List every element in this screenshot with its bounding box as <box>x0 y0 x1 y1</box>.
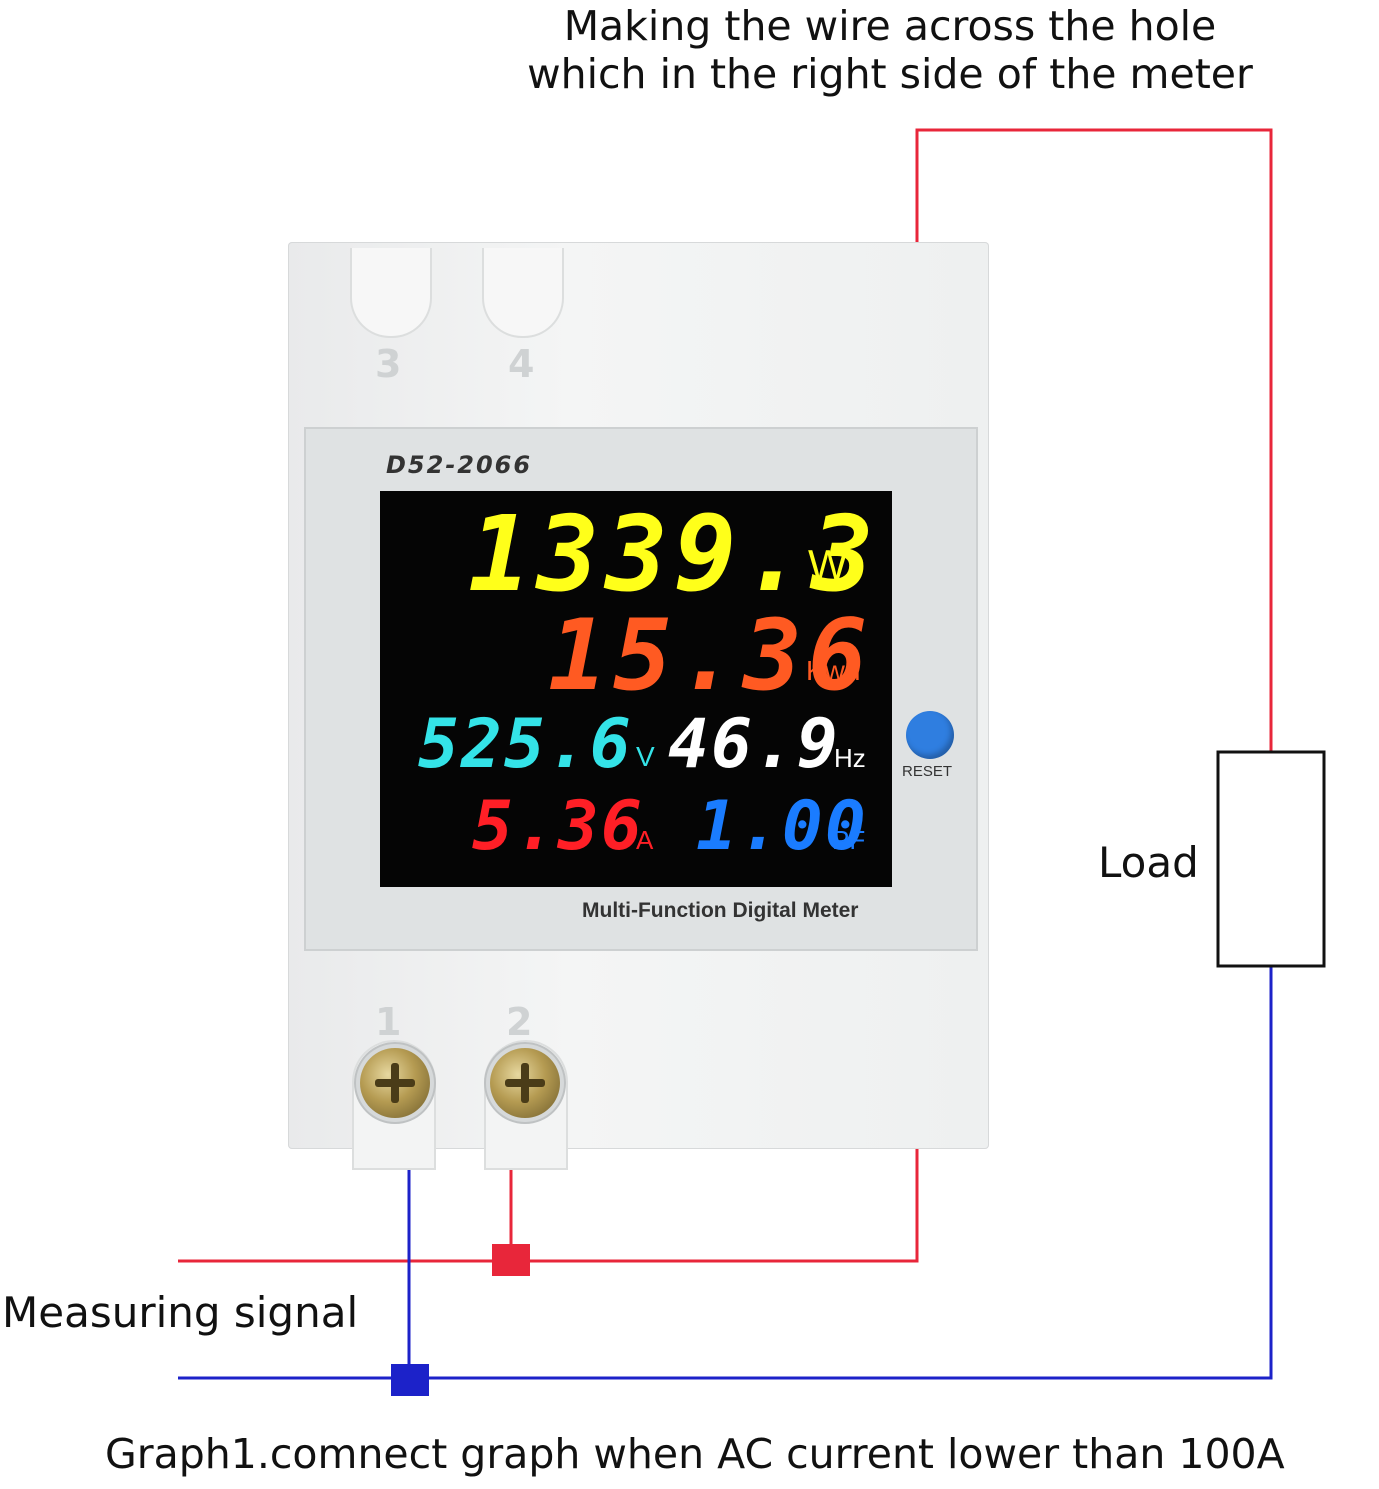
power-factor-value: 1.00 <box>696 787 868 866</box>
live-wire-top <box>915 128 1273 752</box>
terminal-number-3: 3 <box>375 342 402 386</box>
voltage-unit: V <box>636 741 655 772</box>
terminal-number-2: 2 <box>506 1000 533 1044</box>
top-caption: Making the wire across the hole which in… <box>420 2 1360 98</box>
model-number: D52-2066 <box>386 451 533 479</box>
reset-button[interactable] <box>906 711 954 759</box>
measuring-signal-label: Measuring signal <box>2 1288 359 1337</box>
bottom-caption: Graph1.comnect graph when AC current low… <box>105 1430 1285 1478</box>
neutral-junction <box>391 1364 429 1396</box>
energy-unit: Kwh <box>806 655 861 686</box>
energy-value: 15.36 <box>548 599 874 713</box>
power-value: 1339.3 <box>468 493 880 615</box>
terminal-number-1: 1 <box>375 1000 402 1044</box>
neutral-wire <box>178 966 1273 1380</box>
current-unit: A <box>636 825 654 855</box>
meter-face: D52-2066 1339.3 W 15.36 Kwh 525.6 V 46.9… <box>304 427 978 951</box>
power-factor-unit: PF <box>832 825 866 855</box>
frequency-unit: Hz <box>834 743 866 773</box>
voltage-value: 525.6 <box>418 705 633 784</box>
power-unit: W <box>808 541 848 588</box>
terminal-screw-1 <box>360 1048 430 1118</box>
live-wire-bottom <box>178 1149 919 1263</box>
digital-meter: 3 4 D52-2066 1339.3 W 15.36 Kwh 525.6 V … <box>288 242 989 1170</box>
terminal-screw-2 <box>490 1048 560 1118</box>
terminal-number-4: 4 <box>508 342 535 386</box>
meter-subtitle: Multi-Function Digital Meter <box>582 899 859 922</box>
reset-label: RESET <box>902 763 953 780</box>
screw-slot-vertical <box>391 1063 399 1103</box>
terminal-slot-3 <box>350 248 432 338</box>
live-junction <box>492 1244 530 1276</box>
load-box <box>1216 750 1326 968</box>
frequency-value: 46.9 <box>668 705 840 784</box>
terminal-slot-4 <box>482 248 564 338</box>
lcd-display: 1339.3 W 15.36 Kwh 525.6 V 46.9 Hz 5.36 … <box>380 491 892 887</box>
top-caption-line2: which in the right side of the meter <box>527 50 1253 98</box>
screw-slot-vertical <box>521 1063 529 1103</box>
current-value: 5.36 <box>472 787 644 866</box>
load-label: Load <box>1098 838 1199 887</box>
top-caption-line1: Making the wire across the hole <box>563 2 1217 50</box>
